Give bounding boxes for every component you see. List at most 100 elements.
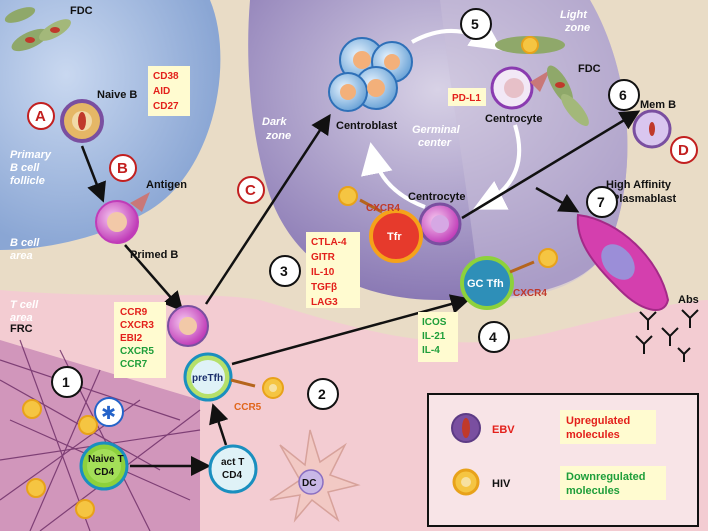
tfh-molecules-box [418,312,458,362]
centroblast-cluster [328,37,413,112]
svg-text:2: 2 [318,386,326,402]
arrow-naive-to-primed [80,145,106,203]
svg-text:D: D [678,142,689,159]
pretfh-green-molecules: CXCR5 CCR7 [120,346,157,370]
arrow-to-mem-b [461,110,641,220]
legend-box: EBV Upregulated molecules HIV Downregula… [427,393,699,527]
act-t-cell [208,444,258,494]
pretfh-molecules-box [114,302,166,378]
svg-text:B: B [117,160,128,177]
primary-follicle-label: Primary B cell follicle [10,149,54,187]
plasmablast-label: High Affinity Plasmablast [606,179,677,205]
naive-t-cell [79,441,129,491]
cxcr4-tfh-receptor [509,260,535,274]
pd-l1-box [448,88,486,106]
arrow-act-t-to-pretfh [209,403,229,446]
naive-b-molecules: CD38 AID CD27 [153,71,181,112]
hiv-virus-tfh [538,248,558,268]
cxcr4-tfr-receptor [359,198,383,214]
number-1: 1 [51,366,83,398]
letter-b: B [109,154,137,182]
hiv-virus-ccr5 [262,377,284,399]
tfr-cell [369,209,423,263]
primed-b-cell [95,200,139,244]
hiv-virus-tfr [338,186,358,206]
naive-b-cell [60,99,104,143]
centrocyte-mid-label: Centrocyte [408,191,465,203]
act-t-label: act T CD4 [221,457,247,481]
legend-up-box [560,410,656,444]
centrocyte-top [490,66,534,110]
svg-text:3: 3 [280,263,288,279]
antibodies-icon [635,309,699,362]
fdc-label-top: FDC [70,5,93,17]
tfr-label: Tfr [387,231,402,243]
tfh-green-molecules: ICOS IL-21 IL-4 [422,317,449,356]
naive-b-molecules-box [148,66,190,116]
fdc-light-zone [495,36,565,54]
plasmablast-cell [576,213,670,311]
frc-label: FRC [10,323,33,335]
naive-t-label: Naive T CD4 [88,454,126,478]
t-cell-area-label: T cell area [10,299,41,324]
svg-text:5: 5 [471,16,479,32]
pd-l1-label: PD-L1 [452,93,481,104]
centrocyte-antigen-icon [530,70,550,92]
svg-text:C: C [245,182,256,199]
fdc-cells-top [4,7,71,52]
arrow-pretfh-to-gctfh [231,294,471,366]
ccr5-receptor [230,378,256,388]
letter-d: D [670,136,698,164]
cycle-arrow-top [411,19,503,51]
arrow-primed-to-contact [124,244,184,312]
arrow-to-centroblast [204,113,331,305]
letter-a: A [27,102,55,130]
ebv-icon [451,413,481,443]
antigen-label: Antigen [146,179,187,191]
legend-ebv-label: EBV [492,424,515,436]
legend-up-label: Upregulated molecules [566,415,633,441]
cycle-arrow-left [361,142,426,209]
b-cell-contact [167,305,209,347]
svg-text:7: 7 [597,194,605,210]
number-4: 4 [478,321,510,353]
tfr-molecules: CTLA-4 GITR IL-10 TGFβ LAG3 [311,237,349,308]
svg-text:4: 4 [489,329,497,345]
centrocyte-top-label: Centrocyte [485,113,542,125]
asterisk-marker: ✱ [94,397,124,427]
legend-down-box [560,466,666,500]
legend-down-label: Downregulated molecules [566,471,649,497]
naive-b-label: Naive B [97,89,137,101]
letter-c: C [237,176,265,204]
mem-b-label: Mem B [640,99,676,111]
primed-b-label: Primed B [130,249,178,261]
gc-tfh-cell [460,256,514,310]
hiv-virus-frc [22,399,98,519]
pretfh-label: preTfh [192,373,223,384]
hiv-icon [452,468,480,496]
germinal-center-label: Germinal center [412,124,463,149]
svg-text:A: A [35,108,46,125]
cxcr4-tfr-label: CXCR4 [366,203,400,214]
dark-zone-label: Dark zone [262,116,291,142]
pretfh-red-molecules: CCR9 CXCR3 EBI2 [120,307,157,344]
svg-text:1: 1 [62,374,70,390]
number-3: 3 [269,255,301,287]
light-zone-label: Light zone [560,9,590,34]
fdc-cells-right [547,65,589,126]
gc-tfh-label: GC Tfh [467,278,504,290]
primary-follicle-bg [0,0,221,250]
svg-text:✱: ✱ [101,403,116,423]
arrow-to-plasmablast [535,186,580,213]
dendritic-cell [269,429,361,523]
mem-b-cell [632,109,672,149]
ccr5-label: CCR5 [234,402,262,413]
centroblast-label: Centroblast [336,120,397,132]
number-7: 7 [586,186,618,218]
fdc-label-right: FDC [578,63,601,75]
number-2: 2 [307,378,339,410]
dc-label: DC [302,478,316,489]
tfr-molecules-box [306,232,360,308]
